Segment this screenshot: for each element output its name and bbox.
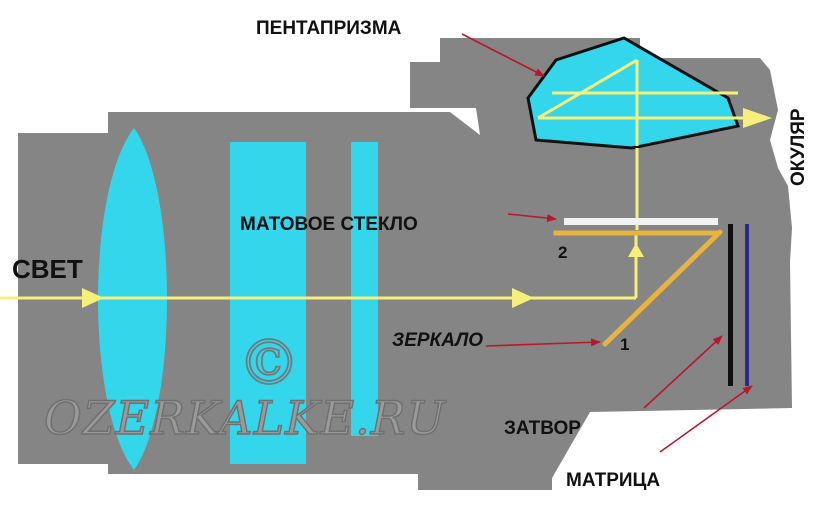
mirror-position-1-label: 1 [620,335,629,354]
pointer-arrows [461,33,753,453]
light-direction-arrows [82,108,772,308]
watermark-copyright-symbol: © [238,326,300,399]
sensor-label: МАТРИЦА [566,470,660,491]
sensor-pointer [659,385,753,453]
sensor [745,224,749,386]
shutter-label: ЗАТВОР [504,418,581,439]
pentaprism-pointer [461,33,545,77]
pentaprism-internal-rays [537,58,738,146]
eyepiece-label: ОКУЛЯР [788,108,809,186]
watermark-text: OZERKALKE.RU [44,391,447,445]
shutter [728,224,733,386]
pentaprism-label: ПЕНТАПРИЗМА [256,18,402,39]
light-label: СВЕТ [12,254,83,284]
rear-lens [351,142,378,436]
mirror-label: ЗЕРКАЛО [392,330,483,351]
mirror-down [602,229,723,347]
mirror-pointer [485,338,601,347]
ground-glass [564,218,718,225]
mirror-position-2-label: 2 [558,243,567,262]
middle-lens [230,142,306,464]
ground-glass-label: МАТОВОЕ СТЕКЛО [240,214,418,235]
camera-body [18,38,792,490]
shutter-pointer [643,335,723,409]
ground-glass-pointer [507,213,557,223]
